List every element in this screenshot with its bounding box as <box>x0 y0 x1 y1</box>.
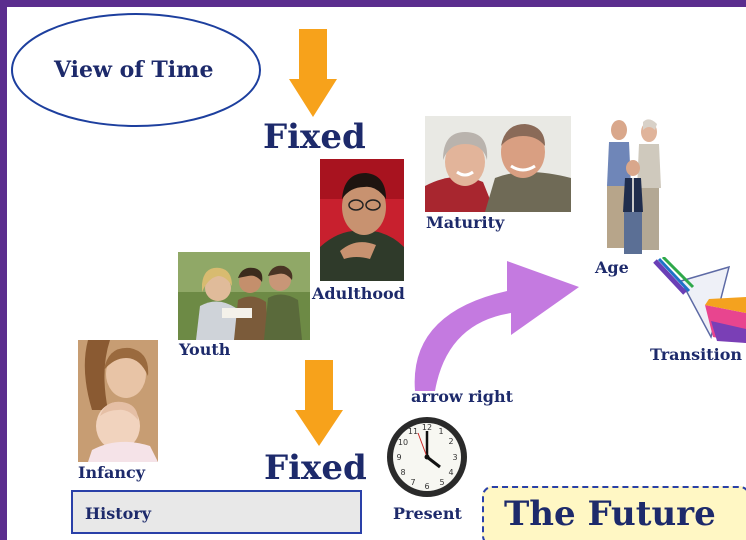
down-arrow-bottom-icon <box>295 360 343 446</box>
down-arrow-top-icon <box>289 29 337 117</box>
slide: View of Time Fixed Adulthood <box>7 7 746 540</box>
age-label: Age <box>595 258 629 277</box>
svg-text:3: 3 <box>452 453 457 462</box>
svg-text:10: 10 <box>398 438 408 447</box>
maturity-label: Maturity <box>426 213 505 232</box>
curved-arrow-right-icon <box>414 261 579 391</box>
svg-text:8: 8 <box>400 468 405 477</box>
view-of-time-oval <box>11 13 261 127</box>
svg-text:5: 5 <box>439 478 444 487</box>
svg-text:7: 7 <box>410 478 415 487</box>
adulthood-label: Adulthood <box>312 284 405 303</box>
svg-text:6: 6 <box>424 482 429 491</box>
youth-label: Youth <box>179 340 231 359</box>
infancy-photo <box>78 340 158 462</box>
view-of-time-label: View of Time <box>54 57 214 83</box>
youth-photo <box>178 252 310 340</box>
fixed-bottom-label: Fixed <box>264 448 367 488</box>
fixed-top-label: Fixed <box>263 117 366 157</box>
svg-text:12: 12 <box>422 423 432 432</box>
history-box: History <box>71 490 362 534</box>
arrow-right-label: arrow right <box>411 387 513 406</box>
svg-text:2: 2 <box>448 437 453 446</box>
age-photo <box>593 116 671 258</box>
infancy-label: Infancy <box>78 463 146 482</box>
svg-text:11: 11 <box>408 427 418 436</box>
svg-text:1: 1 <box>438 427 443 436</box>
transition-label: Transition <box>650 345 743 364</box>
present-label: Present <box>393 504 462 523</box>
history-label: History <box>85 504 151 523</box>
transition-prism-icon <box>653 257 746 343</box>
adulthood-photo <box>320 159 404 281</box>
svg-text:9: 9 <box>396 453 401 462</box>
the-future-box: The Future <box>482 486 746 540</box>
svg-text:4: 4 <box>448 468 453 477</box>
maturity-photo <box>425 116 571 212</box>
the-future-label: The Future <box>504 494 716 534</box>
